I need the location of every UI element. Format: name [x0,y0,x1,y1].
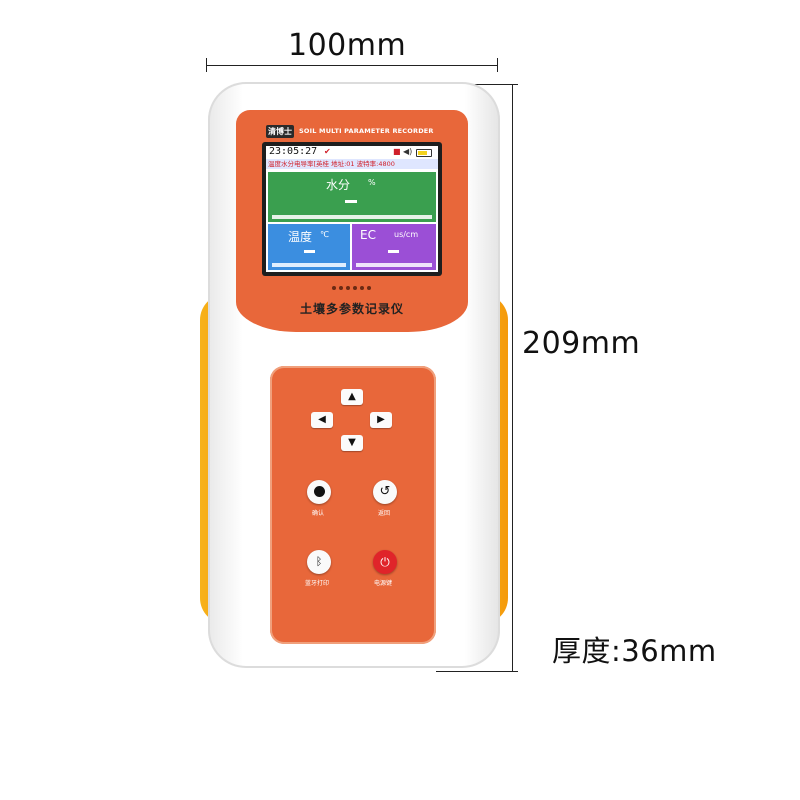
keypad-plate [270,366,436,644]
width-dimension-line [206,65,498,66]
right-arrow-key[interactable]: ▶ [370,412,392,428]
left-arrow-key[interactable]: ◀ [311,412,333,428]
width-tick-left [206,58,207,72]
temperature-panel: 温度 ℃ [268,224,350,270]
display-screen: 23:05:27 ✔ ■ ◀) 温度水分电导率[英桂 地址:01 波特率:480… [266,146,438,272]
power-button[interactable]: ⏻ [373,550,397,574]
indicator-dot [367,286,371,290]
status-bar: 23:05:27 ✔ ■ ◀) [266,146,438,159]
temperature-unit: ℃ [320,230,329,239]
height-tick-bottom [436,671,518,672]
height-dimension-line [512,84,513,672]
width-tick-right [497,58,498,72]
power-caption: 电源键 [374,580,393,587]
down-arrow-key[interactable]: ▼ [341,435,363,451]
record-dot-icon [313,486,325,497]
moisture-unit: % [368,178,376,187]
up-arrow-key[interactable]: ▲ [341,389,363,405]
bluetooth-icon: ᛒ [315,555,323,568]
moisture-value [345,200,357,203]
brand-logo: 清博士 [266,125,294,138]
indicator-dot [360,286,364,290]
temperature-label: 温度 [288,230,313,244]
back-button[interactable]: ↺ [373,480,397,504]
moisture-label: 水分 [326,178,351,192]
indicator-dot [346,286,350,290]
indicator-dot [332,286,336,290]
ec-bar [356,263,432,267]
temperature-bar [272,263,346,267]
ec-value [388,250,399,253]
speaker-icon: ◀) [403,147,413,156]
battery-icon [416,149,432,157]
ec-panel: EC us/cm [352,224,436,270]
confirm-caption: 确认 [312,510,325,517]
thickness-label: 厚度:36mm [552,634,717,668]
height-dimension-label: 209mm [522,326,641,361]
clock-time: 23:05:27 [269,146,318,157]
moisture-bar [272,215,432,219]
brand-subtitle: SOIL MULTI PARAMETER RECORDER [299,127,434,135]
record-icon: ■ [393,147,401,156]
height-tick-top [462,84,518,85]
width-dimension-label: 100mm [288,28,407,63]
device-name: 土壤多参数记录仪 [300,302,405,316]
back-caption: 返回 [378,510,391,517]
confirm-button[interactable] [307,480,331,504]
bluetooth-caption: 蓝牙打印 [305,580,330,587]
return-icon: ↺ [379,484,391,499]
indicator-dot [353,286,357,290]
temperature-value [304,250,315,253]
ec-unit: us/cm [394,230,419,239]
info-row: 温度水分电导率[英桂 地址:01 波特率:4800 [266,159,438,169]
bluetooth-print-button[interactable]: ᛒ [307,550,331,574]
ec-label: EC [360,228,376,242]
power-icon: ⏻ [380,555,390,569]
indicator-dot [339,286,343,290]
check-icon: ✔ [324,147,331,156]
moisture-panel: 水分 % [268,172,436,222]
